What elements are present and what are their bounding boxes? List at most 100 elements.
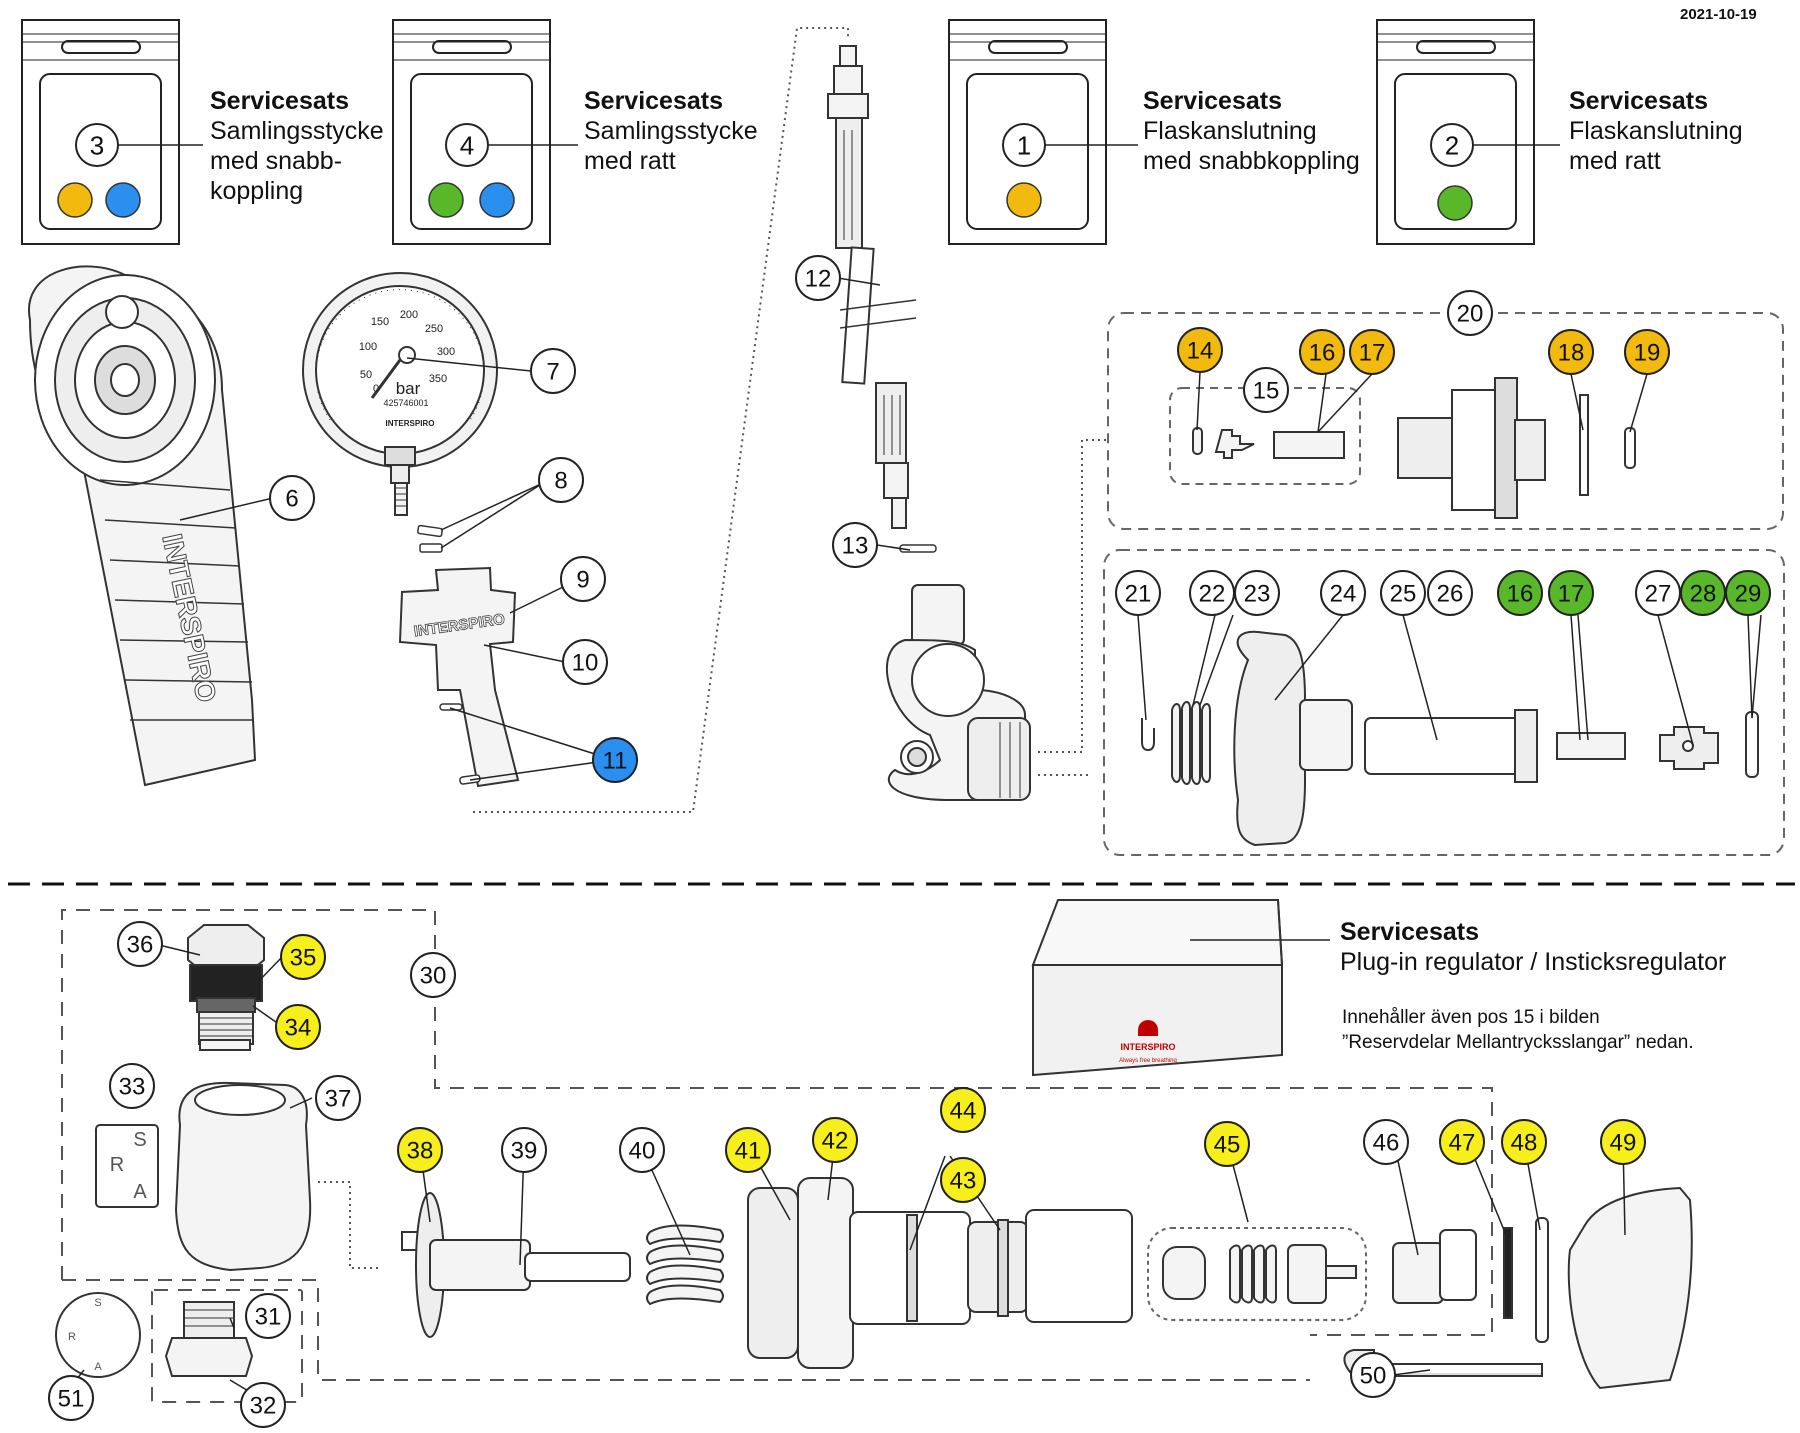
- callout-17: 17: [1349, 329, 1395, 375]
- callout-25: 25: [1380, 570, 1426, 616]
- callout-49-circle: [1600, 1119, 1646, 1165]
- callout-15: 15: [1243, 367, 1289, 413]
- kit-3-line-2: med snabb-: [210, 147, 343, 175]
- kit-3-number-label: 3: [90, 130, 104, 160]
- parts-box-15: [1169, 387, 1361, 485]
- callout-12-circle: [795, 255, 841, 301]
- callout-32-circle: [240, 1382, 286, 1428]
- callout-7-circle: [530, 348, 576, 394]
- callout-47: 47: [1439, 1119, 1485, 1165]
- callout-22-label: 22: [1199, 581, 1226, 608]
- callout-17: 17: [1548, 570, 1594, 616]
- kit-3-line-3: koppling: [210, 177, 304, 205]
- gauge-tick-label: 200: [400, 309, 418, 321]
- callout-10-label: 10: [572, 650, 599, 677]
- kit-5-note-line-2: ”Reservdelar Mellantrycksslangar” nedan.: [1342, 1032, 1694, 1053]
- gauge-unit: bar: [396, 379, 421, 398]
- callout-13-circle: [832, 522, 878, 568]
- callout-32: 32: [240, 1382, 286, 1428]
- callout-37: 37: [315, 1075, 361, 1121]
- callout-9-circle: [560, 556, 606, 602]
- regulator-connector-dotted: [318, 1181, 378, 1269]
- quick-coupling-handle: INTERSPIRO: [27, 265, 257, 787]
- box-brand-text: INTERSPIRO: [1120, 1042, 1175, 1052]
- callout-20: 20: [1447, 290, 1493, 336]
- callout-43: 43: [940, 1157, 986, 1203]
- callout-45: 45: [1204, 1121, 1250, 1167]
- regulator-parts-38-49: [401, 1177, 1693, 1390]
- hose-assembly: [827, 45, 937, 553]
- callout-41-label: 41: [735, 1138, 762, 1165]
- kit-1-description: Servicesats Flaskanslutning med snabbkop…: [1143, 86, 1360, 176]
- valve-box-connectors: [1038, 439, 1108, 776]
- kit-2-number-label: 2: [1445, 130, 1459, 160]
- callout-24-circle: [1320, 570, 1366, 616]
- callout-30-label: 30: [420, 963, 447, 990]
- bottom-dashed-outline: [61, 909, 1493, 1403]
- callout-48: 48: [1501, 1119, 1547, 1165]
- callout-27-label: 27: [1645, 581, 1672, 608]
- callout-20-label: 20: [1457, 301, 1484, 328]
- callout-23-label: 23: [1244, 581, 1271, 608]
- callout-13: 13: [832, 522, 878, 568]
- callout-29-circle: [1725, 570, 1771, 616]
- callout-21-circle: [1115, 570, 1161, 616]
- kit-1-line-1: Flaskanslutning: [1143, 117, 1317, 145]
- callout-25-circle: [1380, 570, 1426, 616]
- callout-6-circle: [269, 475, 315, 521]
- box-tagline: Always free breathing: [1119, 1058, 1177, 1064]
- callout-22: 22: [1189, 570, 1235, 616]
- callout-16-circle: [1497, 570, 1543, 616]
- callout-31-circle: [245, 1293, 291, 1339]
- callout-26-circle: [1427, 570, 1473, 616]
- callout-50-circle: [1350, 1352, 1396, 1398]
- gauge-tick-label: 350: [429, 373, 447, 385]
- gauge-maker: INTERSPIRO: [386, 419, 435, 428]
- callout-46: 46: [1363, 1119, 1409, 1165]
- callout-25-label: 25: [1390, 581, 1417, 608]
- kit-4-line-1: Samlingsstycke: [584, 117, 758, 145]
- sra-plate-letter: R: [110, 1154, 124, 1176]
- callout-34: 34: [275, 1004, 321, 1050]
- callout-41: 41: [725, 1127, 771, 1173]
- sra-dial-letter: R: [68, 1331, 76, 1343]
- sra-dial-letter: A: [94, 1361, 102, 1373]
- callout-42-circle: [812, 1117, 858, 1163]
- callout-6: 6: [269, 475, 315, 521]
- gauge-tick-label: 0: [373, 383, 379, 395]
- kit-4-title: Servicesats: [584, 87, 724, 115]
- kit-5-title: Servicesats: [1340, 918, 1480, 946]
- callout-48-circle: [1501, 1119, 1547, 1165]
- callout-8: 8: [538, 457, 584, 503]
- callout-11-label: 11: [603, 748, 628, 775]
- kit-2-title: Servicesats: [1569, 87, 1709, 115]
- callout-34-label: 34: [285, 1015, 312, 1042]
- callout-44: 44: [940, 1087, 986, 1133]
- gauge-serial: 425746001: [383, 398, 428, 408]
- callout-48-label: 48: [1511, 1130, 1538, 1157]
- callout-14-circle: [1177, 327, 1223, 373]
- callout-47-label: 47: [1449, 1130, 1476, 1157]
- callout-36-circle: [117, 921, 163, 967]
- callout-49: 49: [1600, 1119, 1646, 1165]
- callout-23-circle: [1234, 570, 1280, 616]
- kit-1-number-label: 1: [1017, 130, 1031, 160]
- kit-2-line-1: Flaskanslutning: [1569, 117, 1743, 145]
- callout-17-circle: [1548, 570, 1594, 616]
- kit-5-subtitle: Plug-in regulator / Insticksregulator: [1340, 948, 1727, 976]
- kit-2-color-dot: [1437, 185, 1473, 221]
- callout-51-circle: [48, 1375, 94, 1421]
- callout-35-circle: [280, 934, 326, 980]
- box-20-parts: [1192, 377, 1636, 519]
- kit-1-line-2: med snabbkoppling: [1143, 147, 1360, 175]
- kit-1-title: Servicesats: [1143, 87, 1283, 115]
- kit-5-description: Servicesats Plug-in regulator / Insticks…: [1340, 917, 1726, 977]
- callout-21: 21: [1115, 570, 1161, 616]
- callout-14: 14: [1177, 327, 1223, 373]
- callout-10-circle: [562, 639, 608, 685]
- callout-14-label: 14: [1187, 338, 1214, 365]
- callout-33: 33: [109, 1063, 155, 1109]
- callout-40-label: 40: [629, 1138, 656, 1165]
- callout-30: 30: [410, 952, 456, 998]
